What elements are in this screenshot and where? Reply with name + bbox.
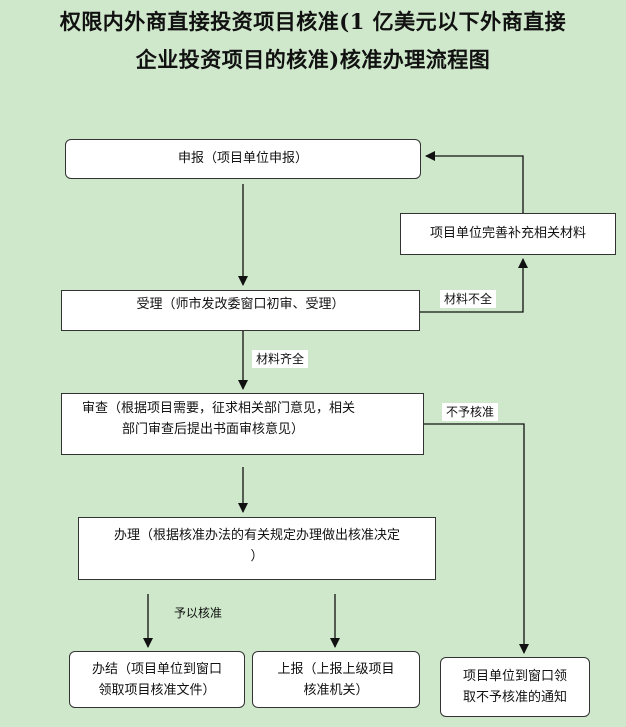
diagram-title-line1: 权限内外商直接投资项目核准(1 亿美元以下外商直接 [59,9,567,34]
node-reject-text-line2: 取不予核准的通知 [462,690,567,705]
edge-label-not-approved: 不予核准 [442,403,499,421]
edge-label-approved: 予以核准 [174,606,223,620]
node-report-text-line1: 上报（上报上级项目 [277,662,395,677]
node-reject-text-line1: 项目单位到窗口领 [462,669,567,684]
arrow-supplement-to-apply [425,151,524,213]
node-close-text-line2: 领取项目核准文件） [98,683,216,698]
node-reject: 项目单位到窗口领 取不予核准的通知 [440,657,590,717]
node-handle-text-line2: ） [250,549,264,564]
edge-label-complete: 材料齐全 [252,350,309,368]
arrow-accept-to-supplement [420,258,528,313]
diagram-title-line2: 企业投资项目的核准)核准办理流程图 [135,47,491,72]
node-supplement-text: 项目单位完善补充相关材料 [429,226,586,241]
node-accept-text: 受理（师市发改委窗口初审、受理） [136,297,345,312]
node-review: 审查（根据项目需要，征求相关部门意见，相关 部门审查后提出书面审核意见） [61,393,424,455]
node-apply-text: 申报（项目单位申报） [177,151,308,166]
node-review-text-line2: 部门审查后提出书面审核意见） [122,422,305,437]
node-report: 上报（上报上级项目 核准机关） [252,651,420,708]
node-supplement: 项目单位完善补充相关材料 [400,213,616,255]
node-apply: 申报（项目单位申报） [65,139,421,179]
edge-label-incomplete: 材料不全 [440,290,497,308]
node-handle-text-line1: 办理（根据核准办法的有关规定办理做出核准决定 [113,528,400,543]
node-close: 办结（项目单位到窗口 领取项目核准文件） [69,651,245,708]
node-accept: 受理（师市发改委窗口初审、受理） [61,290,420,331]
arrow-review-to-reject [424,423,529,654]
node-report-text-line2: 核准机关） [303,683,369,698]
node-close-text-line1: 办结（项目单位到窗口 [91,662,222,677]
node-review-text-line1: 审查（根据项目需要，征求相关部门意见，相关 [82,401,356,416]
node-handle: 办理（根据核准办法的有关规定办理做出核准决定 ） [78,517,436,580]
